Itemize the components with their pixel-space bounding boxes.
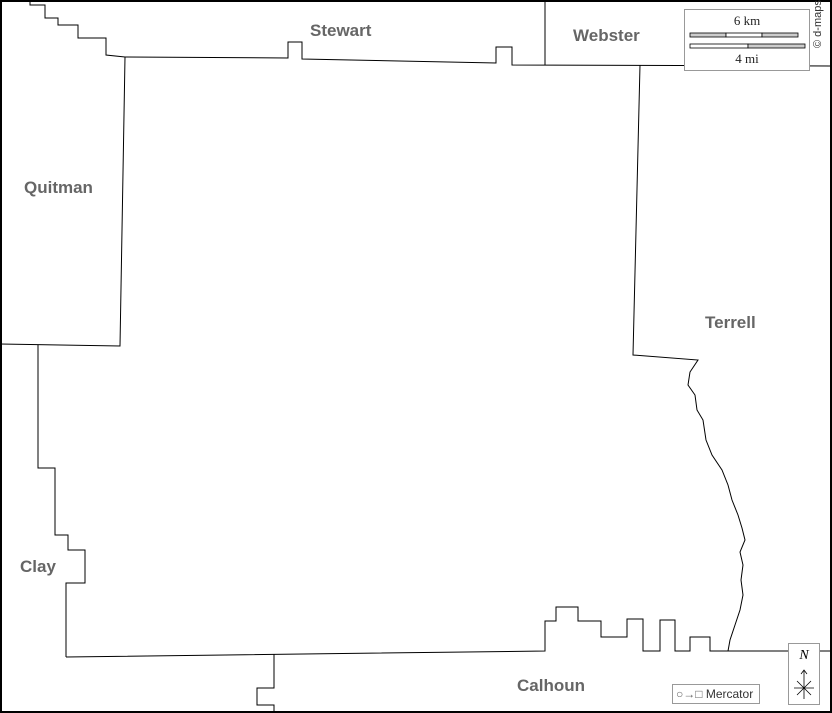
county-label-quitman: Quitman bbox=[24, 178, 93, 197]
projection-icon: ○→□ bbox=[676, 687, 703, 701]
scale-mi-label: 4 mi bbox=[735, 51, 759, 66]
compass-icon bbox=[794, 669, 814, 699]
calhoun-clay-boundary bbox=[256, 654, 275, 713]
county-label-webster: Webster bbox=[573, 26, 640, 45]
county-label-calhoun: Calhoun bbox=[517, 676, 585, 695]
scale-bars bbox=[689, 32, 806, 49]
north-arrow: N bbox=[788, 643, 820, 705]
quitman-boundary bbox=[0, 56, 126, 347]
south-boundary bbox=[65, 606, 832, 658]
north-boundary bbox=[29, 0, 832, 67]
clay-boundary bbox=[37, 345, 86, 657]
county-label-stewart: Stewart bbox=[310, 21, 372, 40]
projection-legend: ○→□ Mercator bbox=[672, 684, 760, 704]
north-label: N bbox=[799, 648, 809, 663]
scale-km-label: 6 km bbox=[733, 13, 761, 28]
scale-bar: 6 km 4 mi bbox=[684, 9, 810, 71]
credit-text: © d-maps.com bbox=[812, 0, 824, 48]
terrell-boundary bbox=[632, 64, 746, 652]
projection-label: Mercator bbox=[705, 687, 754, 701]
county-label-clay: Clay bbox=[20, 557, 56, 576]
county-label-terrell: Terrell bbox=[705, 313, 756, 332]
